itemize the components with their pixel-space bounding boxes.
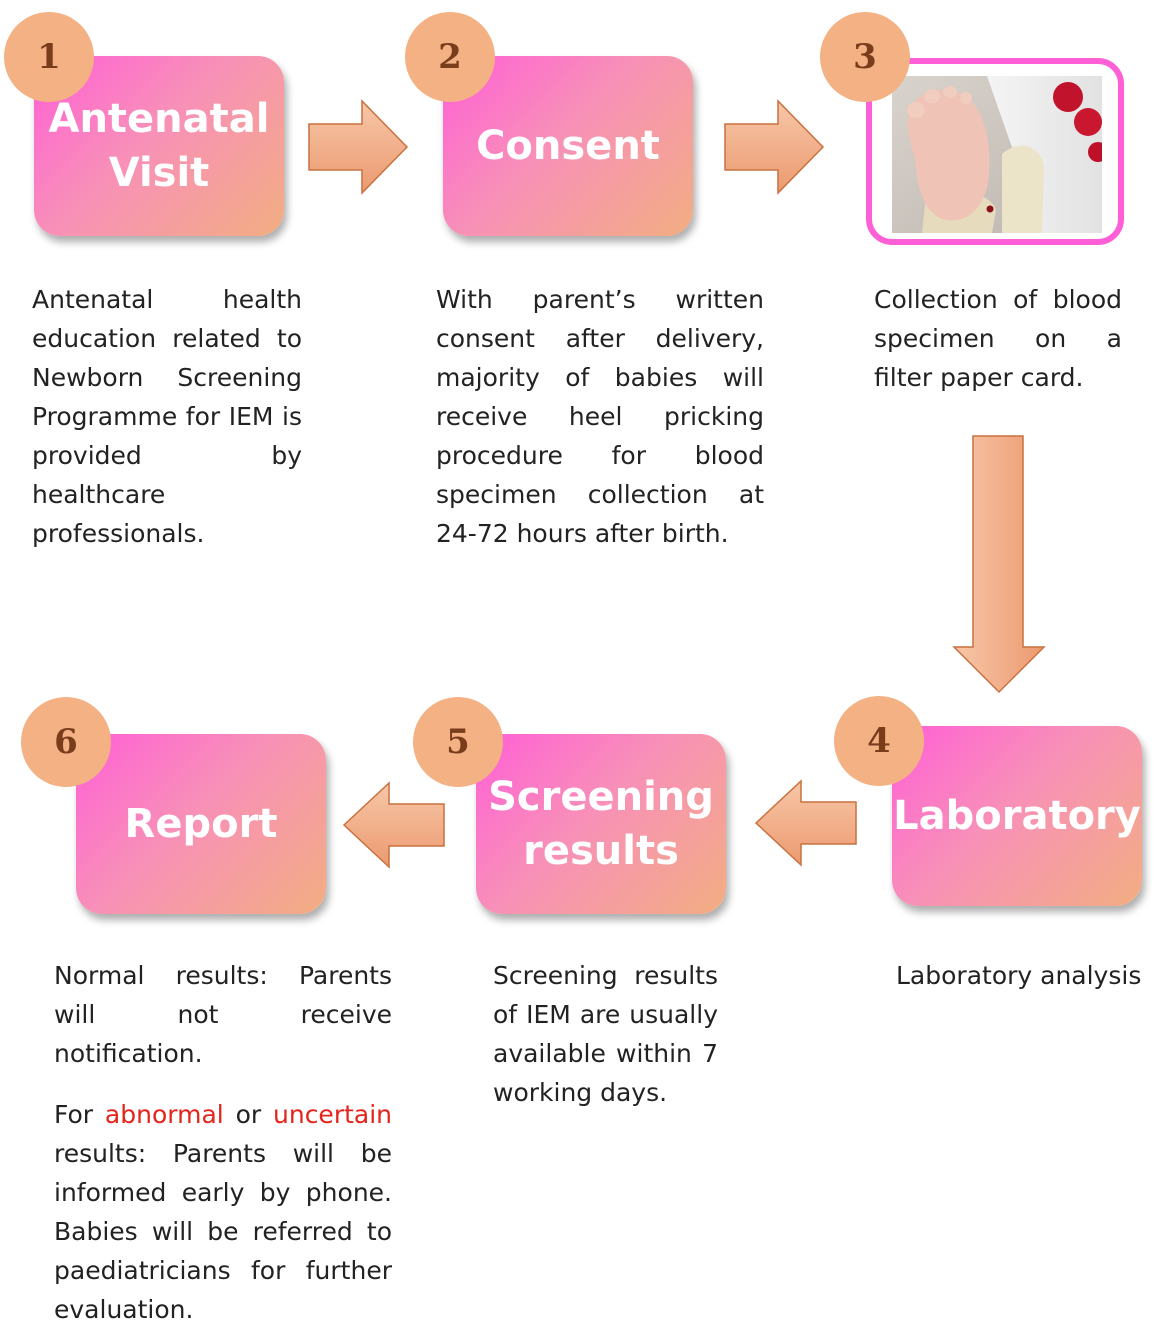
step-4-description: Laboratory analysis [896,961,1142,990]
step-5-title-line-1: Screening [488,774,714,820]
arrow-down-3-to-4 [952,435,1046,694]
step-6-abnormal-middle: or [223,1100,273,1129]
step-6-abnormal-suffix: results: Parents will be informed early … [54,1139,392,1324]
step-6-abnormal-prefix: For [54,1100,105,1129]
step-5-box: Screening results [476,734,726,914]
step-6-title: Report [124,801,278,847]
arrow-left-5-to-6 [342,781,445,869]
arrow-left-4-to-5 [754,779,857,867]
arrow-right-1-to-2 [308,99,409,195]
abnormal-highlight: abnormal [104,1100,224,1129]
step-2-box: Consent [443,56,693,236]
step-2-title: Consent [476,123,660,169]
step-6-number-badge: 6 [21,697,111,787]
step-5-title-line-2: results [523,828,679,874]
step-6-normal-results-text: Normal results: Parents will not receive… [54,961,392,1068]
step-2-description: With parent’s written consent after deli… [436,285,764,548]
step-3-photo-frame [866,58,1124,245]
arrow-right-2-to-3 [724,99,825,195]
step-6-abnormal-results-text: For abnormal or uncertain results: Paren… [54,1095,392,1329]
step-1-title-line-1: Antenatal [48,96,270,142]
step-1-title-line-2: Visit [108,150,210,196]
uncertain-highlight: uncertain [273,1100,393,1129]
step-6-description: Normal results: Parents will not receive… [54,956,392,1329]
step-3-description: Collection of blood specimen on a filter… [874,285,1122,392]
step-1-number-badge: 1 [4,12,94,102]
step-4-box: Laboratory [892,726,1142,906]
step-1-description: Antenatal health education related to Ne… [32,285,302,548]
step-4-title: Laboratory [893,793,1141,839]
step-3-number-badge: 3 [820,12,910,102]
step-5-number-badge: 5 [413,697,503,787]
step-5-description: Screening results of IEM are usually ava… [493,961,718,1107]
step-4-number-badge: 4 [834,696,924,786]
heel-prick-blood-card-photo [892,76,1102,233]
step-2-number-badge: 2 [405,12,495,102]
step-6-box: Report [76,734,326,914]
